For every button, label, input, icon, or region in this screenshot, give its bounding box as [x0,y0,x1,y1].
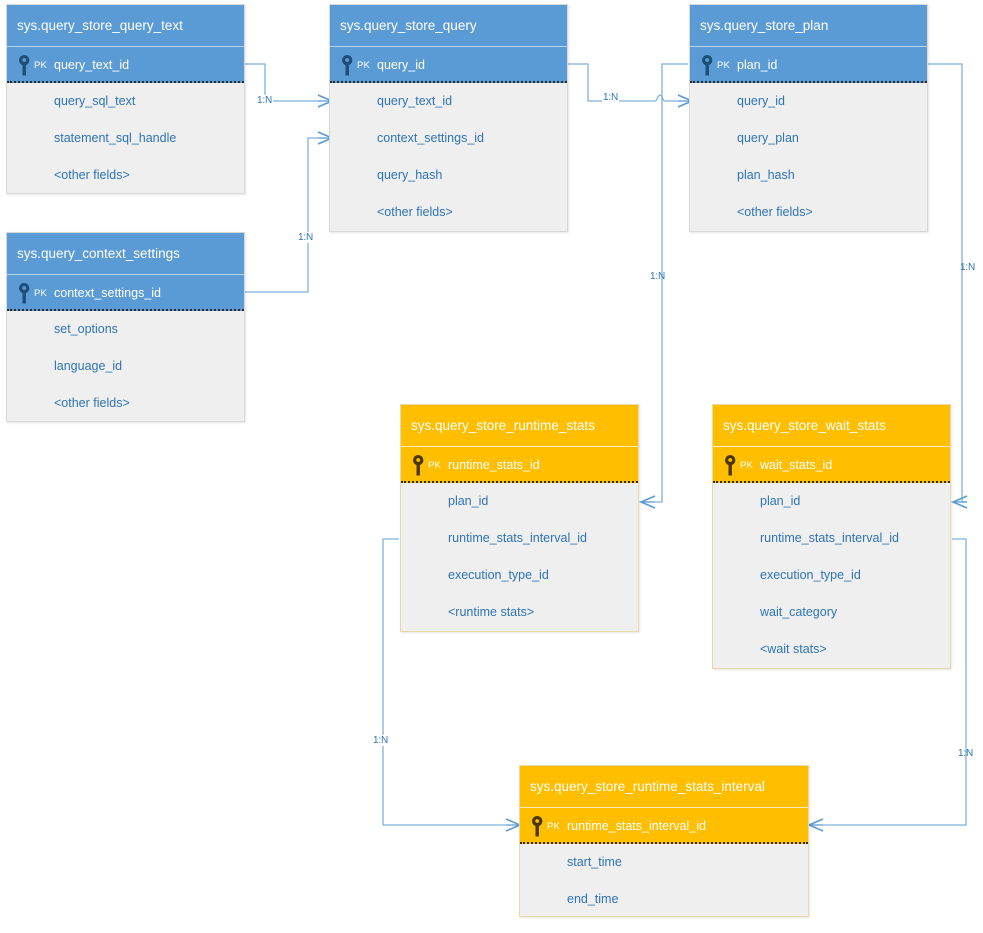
pk-tag: PK [34,288,48,299]
pk-field-name: plan_id [737,58,778,72]
field-row: <runtime stats> [448,605,535,619]
field-row: query_text_id [377,94,453,108]
entity-fields-query-store-query-text: query_sql_text statement_sql_handle <oth… [7,83,244,194]
pk-tag: PK [717,60,731,71]
entity-pk-row-query-store-wait-stats[interactable]: PK wait_stats_id [713,447,950,483]
cardinality-label-query-to-plan: 1:N [602,92,619,103]
crowfoot-interval-to-runtime-stats [505,818,521,832]
key-icon [342,55,353,76]
field-row: plan_id [448,494,489,508]
field-row: start_time [567,855,622,869]
entity-query-store-wait-stats[interactable]: sys.query_store_wait_stats PK wait_stats… [712,404,951,669]
entity-query-store-runtime-stats[interactable]: sys.query_store_runtime_stats PK runtime… [400,404,639,632]
connector-context-settings-to-query [245,137,318,293]
field-row: runtime_stats_interval_id [448,531,587,545]
cardinality-label-context-settings-to-query: 1:N [297,232,314,243]
key-icon [532,816,543,837]
entity-fields-query-store-query: query_text_id context_settings_id query_… [330,83,567,231]
field-row: end_time [567,892,619,906]
key-icon [413,455,424,476]
field-row: language_id [54,359,123,373]
entity-fields-query-store-runtime-stats-interval: start_time end_time [520,844,808,918]
field-row: query_id [737,94,785,108]
entity-title-query-store-query: sys.query_store_query [330,5,567,47]
field-row: <wait stats> [760,642,827,656]
entity-pk-row-query-store-runtime-stats[interactable]: PK runtime_stats_id [401,447,638,483]
pk-tag: PK [428,460,442,471]
pk-tag: PK [34,60,48,71]
entity-fields-query-context-settings: set_options language_id <other fields> [7,311,244,422]
key-icon [19,283,30,304]
pk-field-name: context_settings_id [54,286,162,300]
entity-pk-row-query-store-plan[interactable]: PK plan_id [690,47,927,83]
entity-pk-row-query-store-query[interactable]: PK query_id [330,47,567,83]
field-row: plan_hash [737,168,795,182]
connector-plan-to-runtime-stats [655,63,688,503]
entity-fields-query-store-wait-stats: plan_id runtime_stats_interval_id execut… [713,483,950,668]
entity-title-query-store-wait-stats: sys.query_store_wait_stats [713,405,950,447]
field-row: wait_category [760,605,838,619]
entity-title-query-store-runtime-stats: sys.query_store_runtime_stats [401,405,638,447]
entity-title-query-store-query-text: sys.query_store_query_text [7,5,244,47]
pk-field-name: wait_stats_id [760,458,833,472]
field-row: <other fields> [54,168,130,182]
cardinality-label-plan-to-runtime-stats: 1:N [650,271,665,282]
field-row: set_options [54,322,118,336]
field-row: execution_type_id [760,568,861,582]
field-row: execution_type_id [448,568,549,582]
entity-query-store-query-text[interactable]: sys.query_store_query_text PK query_text… [6,4,245,194]
cardinality-label-plan-to-wait-stats: 1:N [960,262,975,273]
crowfoot-interval-to-wait-stats [808,818,824,832]
entity-query-store-runtime-stats-interval[interactable]: sys.query_store_runtime_stats_interval P… [519,765,809,917]
entity-title-query-store-runtime-stats-interval: sys.query_store_runtime_stats_interval [520,766,808,808]
pk-tag: PK [740,460,754,471]
field-row: <other fields> [54,396,130,410]
field-row: statement_sql_handle [54,131,177,145]
entity-title-query-context-settings: sys.query_context_settings [7,233,244,275]
key-icon [19,55,30,76]
field-row: query_plan [737,131,799,145]
crowfoot-plan-to-runtime-stats [640,495,656,509]
entity-query-store-query[interactable]: sys.query_store_query PK query_id query_… [329,4,568,232]
entity-pk-row-query-context-settings[interactable]: PK context_settings_id [7,275,244,311]
entity-fields-query-store-runtime-stats: plan_id runtime_stats_interval_id execut… [401,483,638,631]
field-row: query_hash [377,168,443,182]
cardinality-label-interval-to-wait-stats: 1:N [958,748,973,759]
entity-pk-row-query-store-query-text[interactable]: PK query_text_id [7,47,244,83]
entity-query-context-settings[interactable]: sys.query_context_settings PK context_se… [6,232,245,422]
field-row: <other fields> [737,205,813,219]
entity-query-store-plan[interactable]: sys.query_store_plan PK plan_id query_id… [689,4,928,232]
pk-field-name: query_id [377,58,425,72]
cardinality-label-query-text-to-query: 1:N [256,95,273,106]
field-row: query_sql_text [54,94,136,108]
key-icon [725,455,736,476]
field-row: context_settings_id [377,131,485,145]
cardinality-label-interval-to-runtime-stats: 1:N [372,735,389,746]
pk-field-name: query_text_id [54,58,130,72]
pk-tag: PK [357,60,371,71]
crowfoot-plan-to-wait-stats [952,495,968,509]
entity-fields-query-store-plan: query_id query_plan plan_hash <other fie… [690,83,927,231]
pk-field-name: runtime_stats_id [448,458,540,472]
connector-query-to-plan [568,63,678,102]
entity-pk-row-query-store-runtime-stats-interval[interactable]: PK runtime_stats_interval_id [520,808,808,844]
field-row: <other fields> [377,205,453,219]
pk-tag: PK [547,821,561,832]
pk-field-name: runtime_stats_interval_id [567,819,706,833]
field-row: runtime_stats_interval_id [760,531,899,545]
entity-title-query-store-plan: sys.query_store_plan [690,5,927,47]
key-icon [702,55,713,76]
field-row: plan_id [760,494,801,508]
